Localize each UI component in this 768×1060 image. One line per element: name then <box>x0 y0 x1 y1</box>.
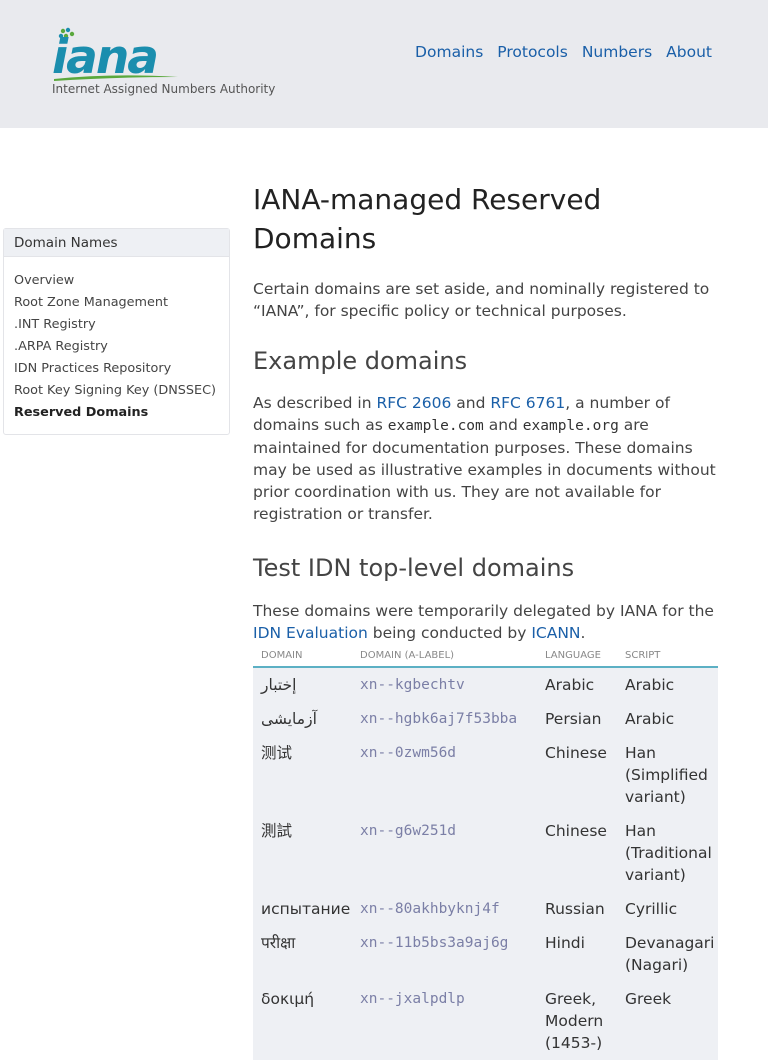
icann-link[interactable]: ICANN <box>531 624 581 642</box>
domain-cell: 測試 <box>253 814 352 892</box>
script-cell: Arabic <box>617 667 718 702</box>
nav-protocols[interactable]: Protocols <box>497 43 568 61</box>
table-row: إختبار xn--kgbechtv Arabic Arabic <box>253 667 718 702</box>
script-cell: Greek <box>617 982 718 1060</box>
column-header-script: Script <box>617 646 718 668</box>
table-row: испытание xn--80akhbyknj4f Russian Cyril… <box>253 892 718 926</box>
table-row: 测试 xn--0zwm56d Chinese Han (Simplified v… <box>253 736 718 814</box>
domain-cell: δοκιμή <box>253 982 352 1060</box>
table-row: δοκιμή xn--jxalpdlp Greek, Modern (1453-… <box>253 982 718 1060</box>
rfc-6761-link[interactable]: RFC 6761 <box>490 394 566 412</box>
column-header-language: Language <box>537 646 617 668</box>
intro-paragraph: Certain domains are set aside, and nomin… <box>253 280 710 320</box>
example-org-code: example.org <box>522 418 619 434</box>
example-domains-heading: Example domains <box>253 347 468 375</box>
idn-text-2: being conducted by <box>367 624 532 642</box>
example-com-code: example.com <box>387 418 484 434</box>
example-text-1: As described in <box>253 394 377 412</box>
language-cell: Greek, Modern (1453-) <box>537 982 617 1060</box>
example-domains-paragraph: As described in RFC 2606 and RFC 6761, a… <box>253 392 723 525</box>
sidebar-item-overview[interactable]: Overview <box>14 273 75 288</box>
sidebar-item-root-zone-management[interactable]: Root Zone Management <box>14 295 169 310</box>
sidebar-item-arpa-registry[interactable]: .ARPA Registry <box>14 339 108 354</box>
column-header-a-label: Domain (A-label) <box>352 646 537 668</box>
example-text-5: are maintained for documentation purpose… <box>253 416 716 523</box>
logo-swoosh-icon <box>54 75 178 81</box>
idn-domains-table: Domain Domain (A-label) Language Script … <box>253 646 718 1060</box>
table-row: परीक्षा xn--11b5bs3a9aj6g Hindi Devanaga… <box>253 926 718 982</box>
sidebar-heading: Domain Names <box>4 229 229 257</box>
site-header: iana Internet Assigned Numbers Authority… <box>0 0 768 128</box>
sidebar: Domain Names Overview Root Zone Manageme… <box>3 228 230 435</box>
script-cell: Han (Simplified variant) <box>617 736 718 814</box>
script-cell: Devanagari (Nagari) <box>617 926 718 982</box>
iana-logo[interactable]: iana Internet Assigned Numbers Authority <box>52 26 288 98</box>
idn-evaluation-link[interactable]: IDN Evaluation <box>253 624 368 642</box>
a-label-cell: xn--kgbechtv <box>352 667 537 702</box>
example-text-2: and <box>451 394 491 412</box>
logo-wordmark: iana <box>52 30 159 85</box>
page-title: IANA-managed Reserved Domains <box>253 183 602 255</box>
language-cell: Russian <box>537 892 617 926</box>
sidebar-item-reserved-domains[interactable]: Reserved Domains <box>14 405 149 420</box>
language-cell: Arabic <box>537 667 617 702</box>
table-header-row: Domain Domain (A-label) Language Script <box>253 646 718 668</box>
script-cell: Cyrillic <box>617 892 718 926</box>
a-label-cell: xn--g6w251d <box>352 814 537 892</box>
logo-globe-icon <box>58 27 75 44</box>
sidebar-item-int-registry[interactable]: .INT Registry <box>14 317 96 332</box>
domain-cell: परीक्षा <box>253 926 352 982</box>
a-label-cell: xn--0zwm56d <box>352 736 537 814</box>
main-content: IANA-managed Reserved Domains Certain do… <box>253 180 723 644</box>
test-idn-paragraph: These domains were temporarily delegated… <box>253 600 723 644</box>
nav-about[interactable]: About <box>666 43 712 61</box>
a-label-cell: xn--11b5bs3a9aj6g <box>352 926 537 982</box>
domain-cell: 测试 <box>253 736 352 814</box>
logo-subtitle: Internet Assigned Numbers Authority <box>52 82 276 96</box>
language-cell: Persian <box>537 702 617 736</box>
language-cell: Hindi <box>537 926 617 982</box>
language-cell: Chinese <box>537 814 617 892</box>
a-label-cell: xn--hgbk6aj7f53bba <box>352 702 537 736</box>
domain-cell: إختبار <box>253 667 352 702</box>
a-label-cell: xn--jxalpdlp <box>352 982 537 1060</box>
table-row: 測試 xn--g6w251d Chinese Han (Traditional … <box>253 814 718 892</box>
table-row: آزمایشی xn--hgbk6aj7f53bba Persian Arabi… <box>253 702 718 736</box>
sidebar-item-idn-practices[interactable]: IDN Practices Repository <box>14 361 172 376</box>
domain-cell: испытание <box>253 892 352 926</box>
idn-text-1: These domains were temporarily delegated… <box>253 602 714 620</box>
example-text-3: , a number of domains such as <box>253 394 670 434</box>
domain-cell: آزمایشی <box>253 702 352 736</box>
test-idn-heading: Test IDN top-level domains <box>253 554 575 582</box>
sidebar-list: Overview Root Zone Management .INT Regis… <box>4 257 229 426</box>
nav-numbers[interactable]: Numbers <box>581 43 653 61</box>
idn-text-3: . <box>580 624 586 642</box>
sidebar-item-dnssec[interactable]: Root Key Signing Key (DNSSEC) <box>14 383 217 398</box>
rfc-2606-link[interactable]: RFC 2606 <box>376 394 452 412</box>
language-cell: Chinese <box>537 736 617 814</box>
column-header-domain: Domain <box>253 646 352 668</box>
nav-domains[interactable]: Domains <box>415 43 484 61</box>
script-cell: Arabic <box>617 702 718 736</box>
main-nav: Domains Protocols Numbers About <box>401 43 712 61</box>
example-text-4: and <box>483 416 523 434</box>
a-label-cell: xn--80akhbyknj4f <box>352 892 537 926</box>
script-cell: Han (Traditional variant) <box>617 814 718 892</box>
